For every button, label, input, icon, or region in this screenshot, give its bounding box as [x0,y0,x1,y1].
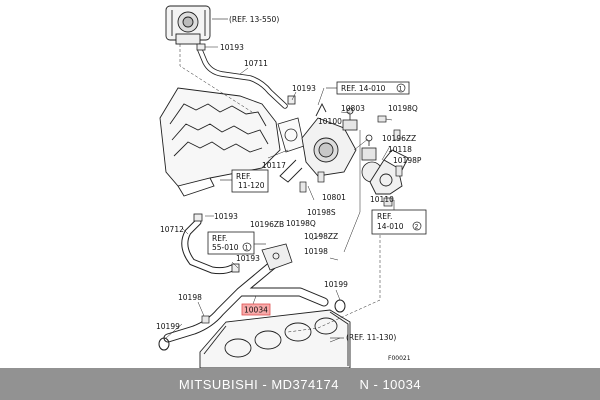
gasket-10117 [277,117,305,153]
part-label: 10110 [370,195,394,204]
part-label: 10198S [307,208,336,217]
part-label: 10199 [156,322,180,331]
o-ring-10199 [158,337,170,351]
part-label: 10712 [160,225,184,234]
caption-part-number: MD374174 [271,376,339,392]
water-outlet-fitting [279,102,357,183]
part-label: 10198Q [388,104,418,113]
clamp-10193 [231,263,240,273]
bolt-10198 [201,315,210,324]
engine-block [199,309,351,368]
clamp-10193 [287,95,296,105]
ref-box-11-120: REF. 11-120 [231,169,269,193]
part-label: 10198 [304,247,328,256]
o-ring-10199 [334,299,346,313]
thermostat-housing [369,149,409,195]
bolts [299,115,403,207]
svg-text:14-010: 14-010 [377,222,404,231]
caption-separator: - [258,376,272,392]
clamp-10193 [196,43,206,51]
part-label: 10193 [214,212,238,221]
part-label: 10198 [178,293,202,302]
part-label: 10100 [318,117,342,126]
part-label: 10198ZZ [304,232,338,241]
svg-text:11-120: 11-120 [238,181,265,190]
part-label: 10803 [341,104,365,113]
part-label: 10193 [236,254,260,263]
caption-gap [339,377,360,392]
valve-cover [159,87,281,197]
part-label: 10801 [322,193,346,202]
exploded-parts-diagram: (REF. 13-550) [156,5,427,368]
caption-item-number: N - 10034 [359,376,422,392]
ref-box-55-010: REF. 55-010 1 [207,231,255,255]
clamp-10193 [193,213,203,222]
ref-11-130-label: (REF. 11-130) [346,333,396,342]
leader-line [317,87,325,106]
pipe-flange [261,243,293,271]
part-label: 10198Q [286,219,316,228]
svg-text:REF. 14-010: REF. 14-010 [341,84,386,93]
part-label: 10118 [388,145,412,154]
highlighted-part-10034: 10034 [241,303,271,316]
part-label: 10196ZB [250,220,284,229]
svg-text:REF.: REF. [212,234,227,243]
svg-text:1: 1 [245,245,249,252]
sensor-10803 [342,107,358,131]
svg-text:REF.: REF. [236,172,251,181]
part-label: 10117 [262,161,286,170]
svg-text:55-010: 55-010 [212,243,239,252]
part-label: 10193 [292,84,316,93]
svg-text:REF.: REF. [377,212,392,221]
svg-text:2: 2 [415,224,419,231]
figure-code: F00021 [388,355,411,362]
part-label: 10196ZZ [382,134,416,143]
part-label: 10193 [220,43,244,52]
throttle-body [165,5,211,45]
svg-text:1: 1 [399,86,403,93]
caption-brand: MITSUBISHI [178,376,259,392]
leader-lines [165,44,393,343]
svg-text:10034: 10034 [244,306,268,315]
ref-box-14-010-2: REF. 14-010 2 [371,209,427,235]
part-label: 10198P [393,156,422,165]
part-label: 10199 [324,280,348,289]
part-label: 10711 [244,59,268,68]
part-caption-bar: MITSUBISHI - MD374174 N - 10034 [0,368,600,400]
ref-box-14-010-1: REF. 14-010 1 [336,81,410,95]
ref-13-550-label: (REF. 13-550) [229,15,279,24]
